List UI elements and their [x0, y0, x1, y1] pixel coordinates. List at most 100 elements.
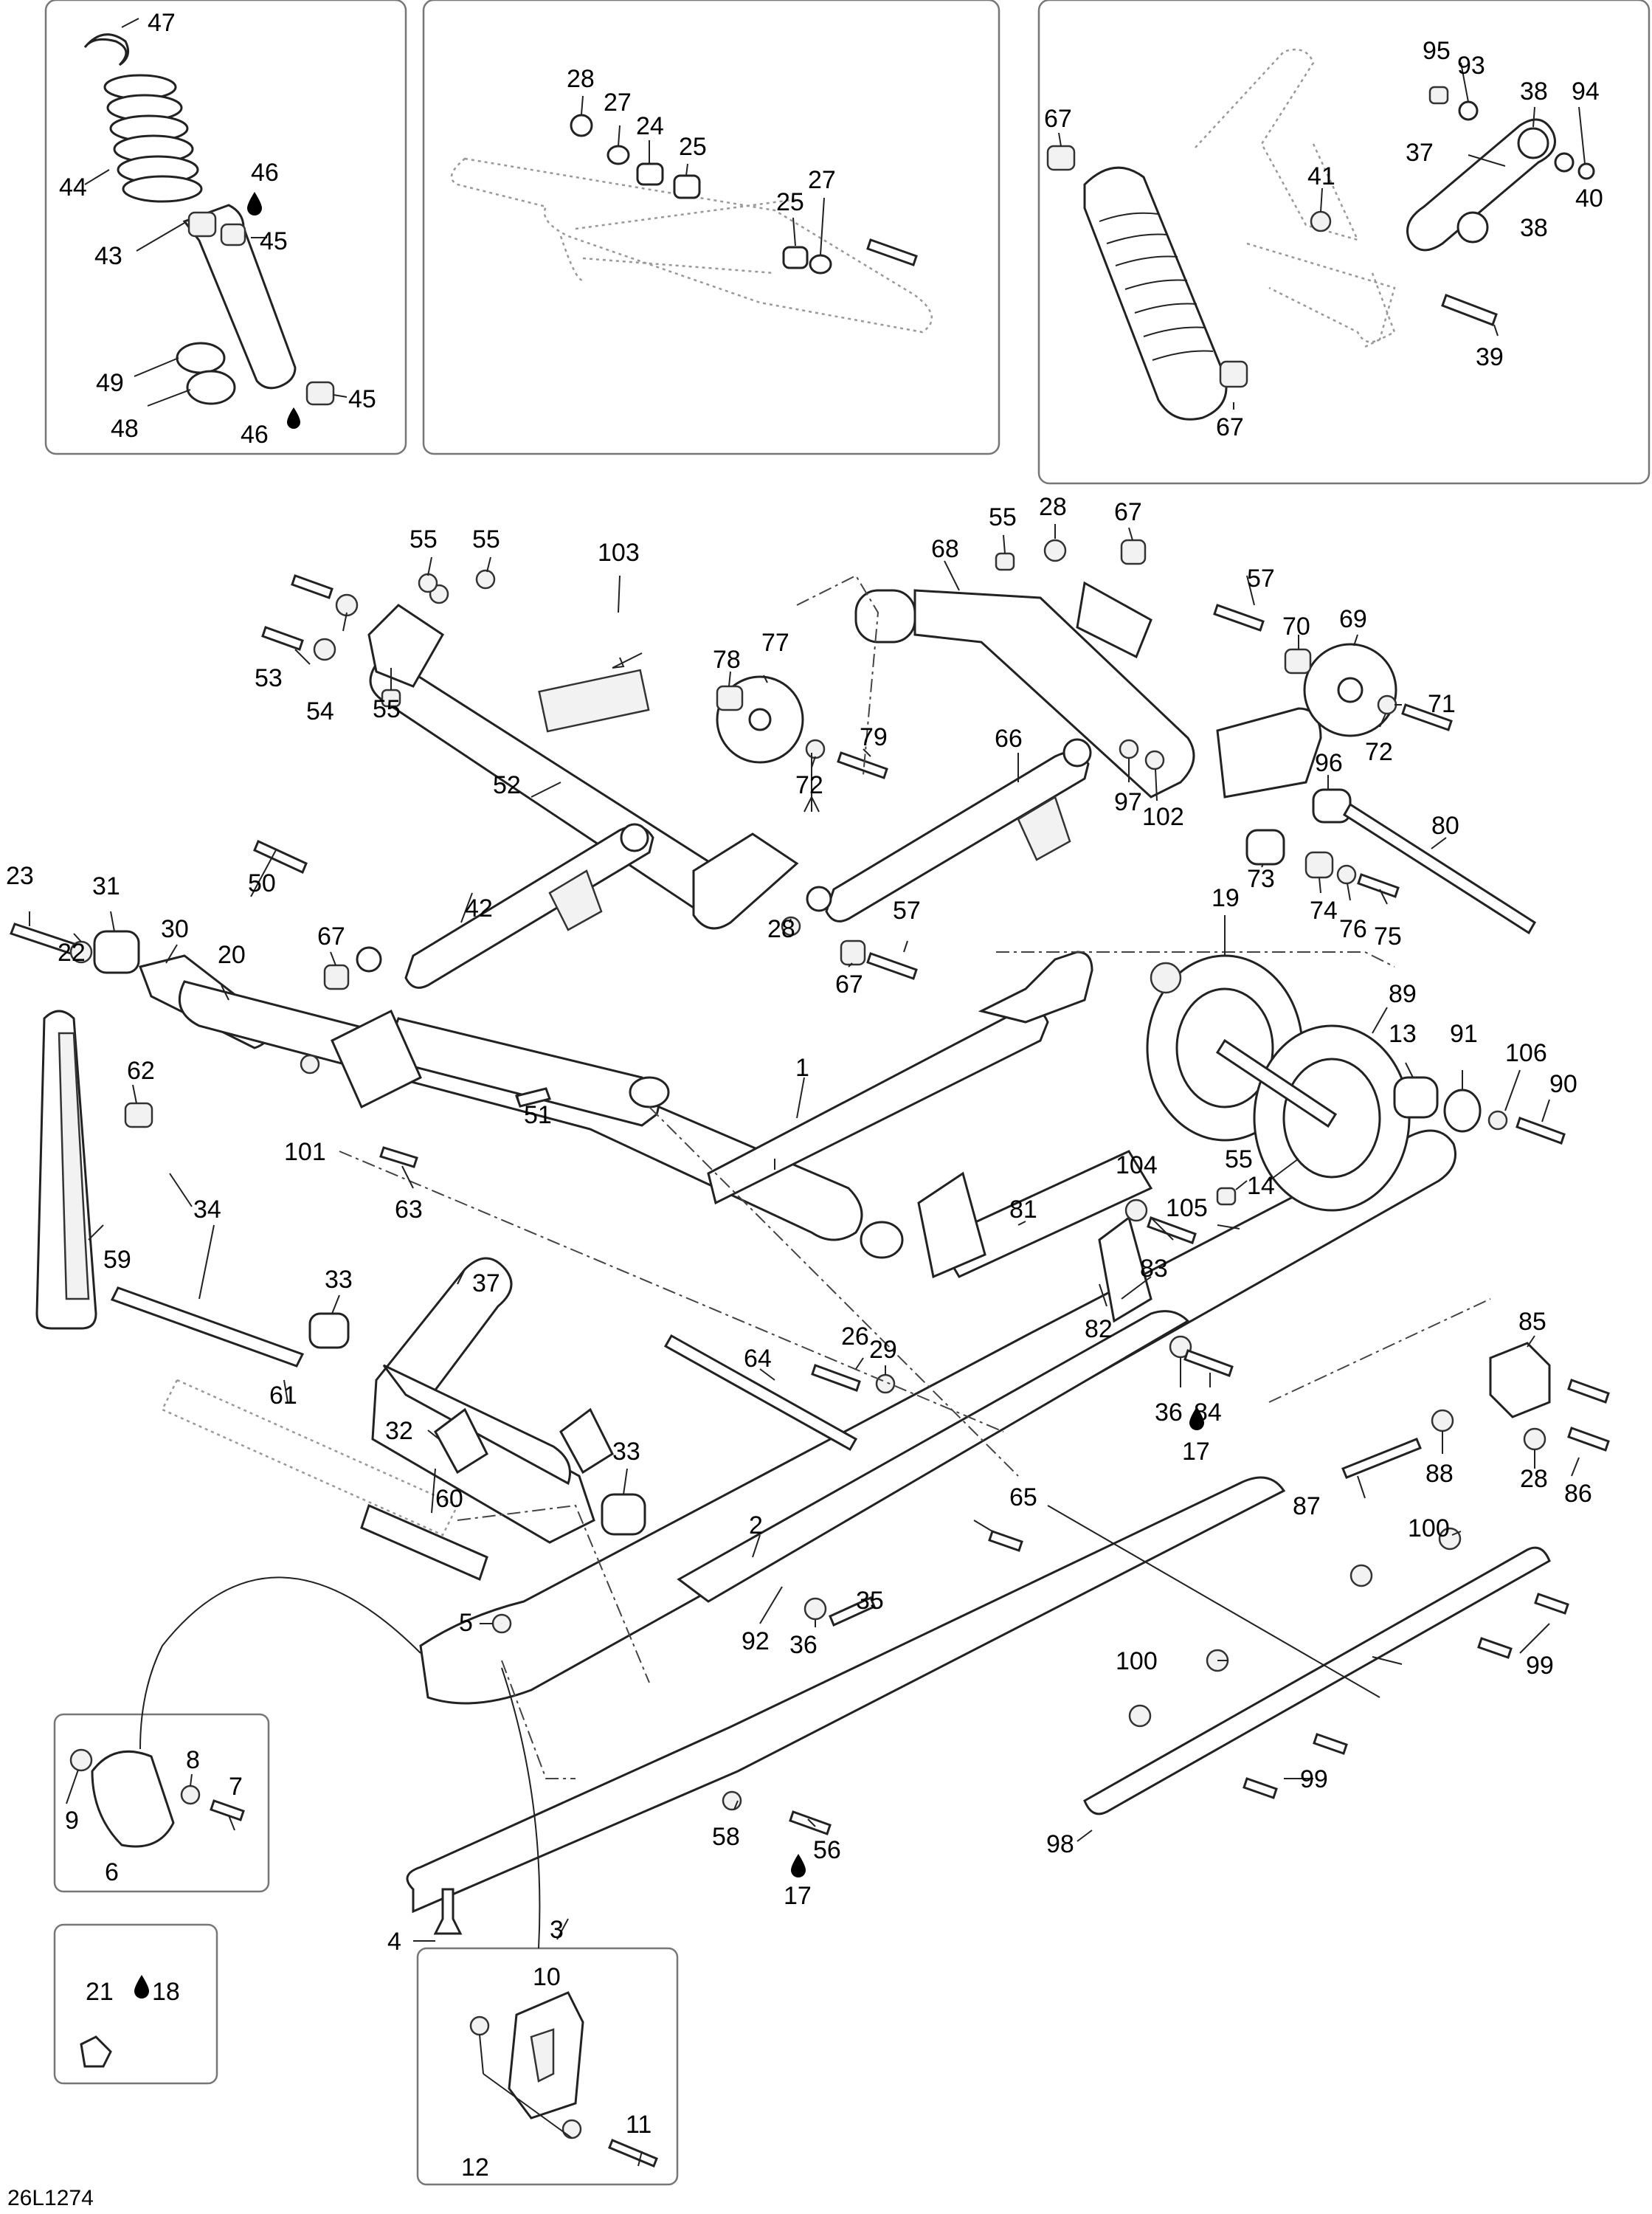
- callout-101: 101: [284, 1138, 326, 1166]
- ring-49: [176, 342, 226, 374]
- shock-body-43: [182, 204, 297, 390]
- slider-end-inset: [469, 1991, 658, 2168]
- shaft-60: [360, 1503, 488, 1582]
- callout-32: 32: [385, 1417, 413, 1445]
- callout-57b: 57: [893, 897, 921, 925]
- callout-89: 89: [1389, 980, 1417, 1008]
- callout-28d: 28: [1520, 1465, 1548, 1493]
- stopper-inset: [69, 1748, 245, 1848]
- washer-72b: [1377, 694, 1397, 715]
- bolt-53b: [261, 626, 304, 651]
- callout-28b: 28: [1039, 493, 1067, 521]
- callout-88: 88: [1425, 1460, 1454, 1488]
- spring-shock-parts: [83, 33, 335, 406]
- rivet-11: [608, 2139, 658, 2168]
- callout-12: 12: [461, 2153, 489, 2182]
- callout-67e: 67: [835, 970, 863, 999]
- bolt-99d: [1243, 1777, 1278, 1799]
- callout-56: 56: [813, 1836, 841, 1864]
- callout-68: 68: [931, 535, 959, 563]
- fitting-inset: [80, 2035, 112, 2068]
- washer-76: [1336, 864, 1357, 885]
- leaders-panel3: [1058, 62, 1586, 410]
- callout-29: 29: [869, 1336, 897, 1364]
- callout-45a: 45: [260, 227, 288, 255]
- callout-67a: 67: [1044, 105, 1072, 133]
- bolt-87: [1341, 1438, 1422, 1479]
- bolt-71: [1401, 703, 1453, 731]
- callout-51: 51: [524, 1101, 552, 1129]
- drawing-code: 26L1274: [7, 2186, 94, 2210]
- shock-66-assembly: [781, 738, 1092, 980]
- callout-24: 24: [636, 112, 664, 140]
- callout-72a: 72: [795, 771, 823, 799]
- bearing-38-top: [1517, 127, 1549, 159]
- link-37-inset: [1406, 118, 1556, 252]
- bracket-32: [434, 1407, 488, 1475]
- callout-55a: 55: [409, 525, 438, 554]
- leaders-main: [29, 524, 1580, 2167]
- callout-87: 87: [1293, 1492, 1321, 1520]
- drop-46a-icon: [247, 192, 262, 215]
- bracket-81: [917, 1171, 986, 1279]
- bracket-82: [1098, 1215, 1152, 1323]
- bolt-57a: [1213, 604, 1265, 632]
- callout-67d: 67: [1114, 498, 1142, 526]
- bolt-57b: [866, 952, 918, 980]
- callout-34: 34: [193, 1196, 221, 1224]
- nut-100d: [1128, 1704, 1152, 1728]
- callout-82: 82: [1085, 1315, 1113, 1343]
- callout-57a: 57: [1247, 565, 1275, 593]
- callout-38b: 38: [1520, 214, 1548, 242]
- callout-106: 106: [1505, 1039, 1547, 1067]
- callout-86: 86: [1564, 1480, 1592, 1508]
- bolt-53a: [291, 574, 333, 599]
- bushing-67-c: [840, 939, 866, 966]
- callout-36a: 36: [789, 1631, 818, 1659]
- idler-wheels-assembly: [1146, 954, 1566, 1212]
- bushing-67-d: [1120, 539, 1147, 565]
- callout-70: 70: [1282, 613, 1310, 641]
- callout-46a: 46: [251, 159, 279, 187]
- leaders-panel1: [84, 18, 348, 407]
- axle-13: [1215, 1038, 1338, 1128]
- callout-78: 78: [713, 646, 741, 674]
- callout-90: 90: [1549, 1070, 1577, 1098]
- callout-4: 4: [387, 1928, 401, 1956]
- front-cross-shaft-assembly: [367, 604, 888, 930]
- callout-11: 11: [626, 2111, 652, 2139]
- callout-52: 52: [493, 771, 521, 799]
- rear-arm-37: [371, 1257, 595, 1544]
- rail-2-slider: [419, 1129, 1456, 1705]
- bolt-63: [379, 1146, 418, 1168]
- callout-55d: 55: [989, 503, 1017, 531]
- bushing-25-top: [673, 174, 701, 199]
- bolt-79: [837, 751, 888, 779]
- bearing-38-bottom: [1456, 211, 1489, 244]
- callout-18: 18: [152, 1978, 180, 2006]
- nut-101: [300, 1054, 320, 1075]
- callout-85: 85: [1518, 1308, 1546, 1336]
- callout-5: 5: [459, 1609, 473, 1637]
- leaders-panel2: [581, 95, 825, 255]
- bracket-left-52: [367, 604, 444, 688]
- middle-hardware: [261, 569, 1023, 1935]
- callout-103: 103: [598, 539, 640, 567]
- callout-48: 48: [111, 415, 139, 443]
- screw-4: [433, 1888, 463, 1935]
- drop-46b-icon: [287, 407, 300, 429]
- nut-28-d: [1523, 1427, 1546, 1451]
- callout-67b: 67: [1216, 413, 1244, 441]
- washer-29: [875, 1373, 896, 1394]
- washer-88: [1431, 1409, 1454, 1432]
- callout-65: 65: [1009, 1483, 1037, 1511]
- inset-panel-stopper: [53, 1713, 270, 1893]
- callout-49: 49: [96, 369, 124, 397]
- bolt-86b: [1567, 1427, 1610, 1452]
- washer-27-bottom: [809, 254, 832, 275]
- front-arm-20: [178, 980, 863, 1241]
- bolt-50: [253, 839, 308, 875]
- bushing-67-top: [1046, 145, 1076, 171]
- bolt-inset2: [866, 238, 918, 266]
- washer-54a: [335, 593, 359, 617]
